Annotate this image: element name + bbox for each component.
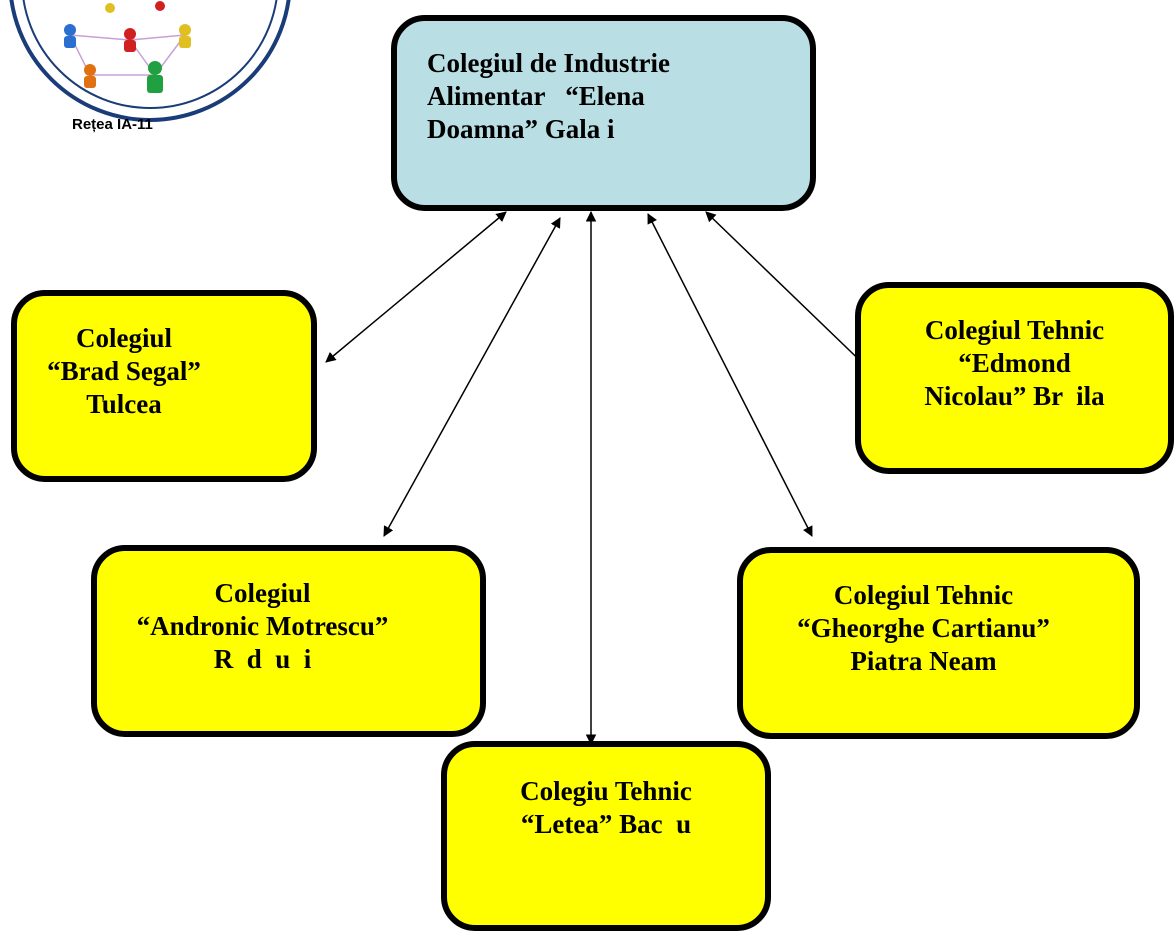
radauti-line-1: Colegiul bbox=[214, 578, 311, 608]
arrow-hub-piatra bbox=[647, 213, 813, 537]
arrow-hub-tulcea bbox=[325, 211, 507, 363]
braila-line-1: Colegiul Tehnic bbox=[924, 315, 1105, 345]
radauti-line-3: R d u i bbox=[213, 644, 312, 674]
arrow-hub-braila bbox=[705, 211, 877, 377]
hub-line-3: Doamna” Gala i bbox=[427, 114, 615, 144]
node-radauti: Colegiul “Andronic Motrescu” R d u i bbox=[91, 545, 486, 737]
hub-line-2: Alimentar “Elena bbox=[427, 81, 645, 111]
node-piatra-neamt: Colegiul Tehnic “Gheorghe Cartianu” Piat… bbox=[737, 547, 1140, 739]
bacau-line-1: Colegiu Tehnic bbox=[520, 776, 692, 806]
braila-line-2: “Edmond bbox=[958, 348, 1071, 378]
network-logo: Rețea IA-11 bbox=[0, 0, 300, 180]
piatra-line-3: Piatra Neam bbox=[850, 646, 997, 676]
piatra-line-2: “Gheorghe Cartianu” bbox=[797, 613, 1050, 643]
tulcea-line-1: Colegiul bbox=[75, 323, 172, 353]
node-tulcea: Colegiul “Brad Segal” Tulcea bbox=[11, 290, 317, 482]
logo-text: Rețea IA-11 bbox=[72, 116, 153, 133]
radauti-line-2: “Andronic Motrescu” bbox=[136, 611, 389, 641]
piatra-line-1: Colegiul Tehnic bbox=[833, 580, 1014, 610]
braila-line-3: Nicolau” Br ila bbox=[924, 381, 1105, 411]
tulcea-line-2: “Brad Segal” bbox=[47, 356, 201, 386]
connector-arrows bbox=[325, 210, 877, 746]
bacau-line-2: “Letea” Bac u bbox=[520, 809, 692, 839]
tulcea-line-3: Tulcea bbox=[86, 389, 162, 419]
people-icons bbox=[64, 1, 191, 93]
node-bacau: Colegiu Tehnic “Letea” Bac u bbox=[441, 741, 771, 931]
node-braila: Colegiul Tehnic “Edmond Nicolau” Br ila bbox=[855, 282, 1174, 474]
logo-emblem bbox=[9, 0, 291, 122]
hub-node: Colegiul de Industrie Alimentar “Elena D… bbox=[391, 15, 816, 211]
hub-line-1: Colegiul de Industrie bbox=[427, 48, 671, 78]
arrow-hub-radauti bbox=[383, 217, 561, 537]
